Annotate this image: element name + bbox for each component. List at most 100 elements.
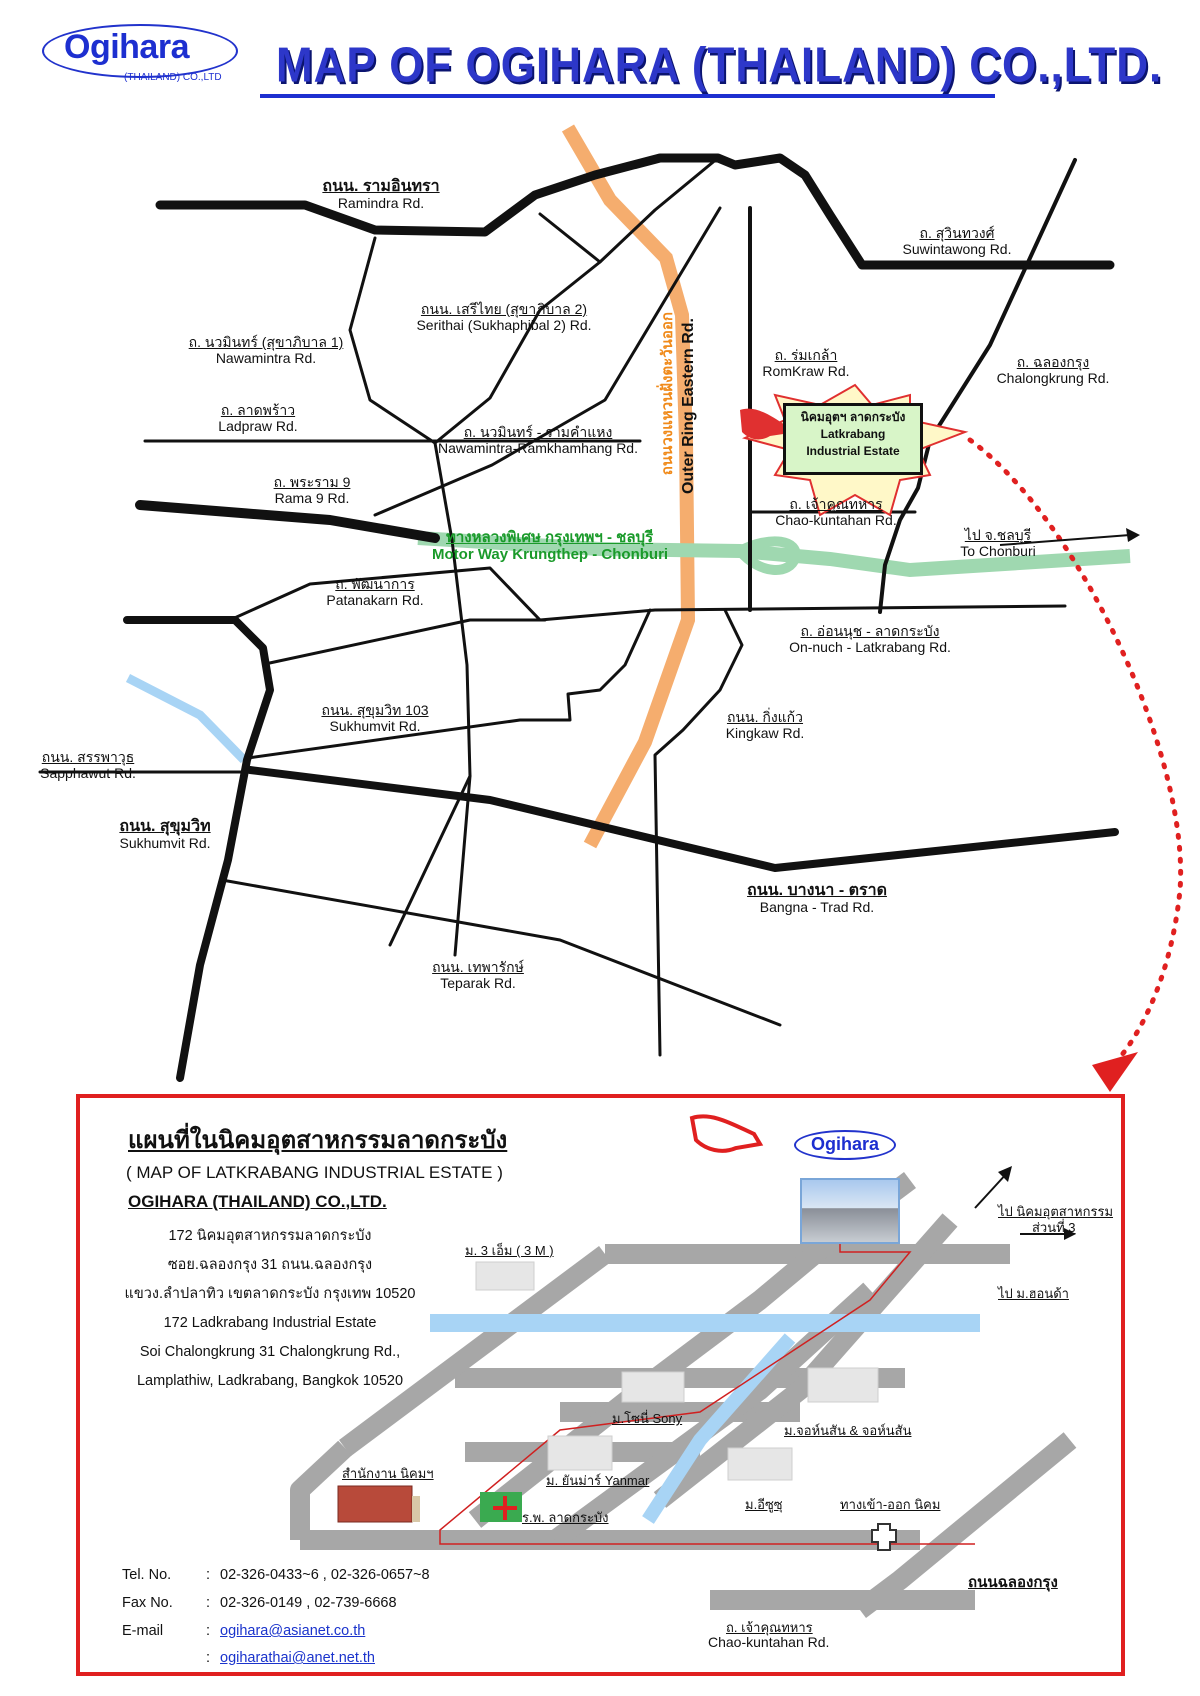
email-link-1[interactable]: ogihara@asianet.co.th [220, 1623, 366, 1639]
factory-isuzu-icon [727, 1447, 793, 1481]
road-chalongkrung [878, 158, 1077, 614]
estate-road-west-diag [339, 1245, 611, 1457]
road-nawamintra [348, 236, 437, 445]
email-1[interactable]: ogihara@asianet.co.th [220, 1623, 365, 1639]
address-line: 172 Ladkrabang Industrial Estate [163, 1315, 377, 1331]
company-address: 172 นิคมอุตสาหกรรมลาดกระบัง ซอย.ฉลองกรุง… [100, 1222, 440, 1396]
route-arrows [439, 1240, 975, 1545]
detail-pointer-hand-icon [689, 1114, 764, 1153]
page-title: MAP OF OGIHARA (THAILAND) CO.,LTD. [276, 38, 1163, 93]
email-sep-2: : [206, 1650, 211, 1666]
label-hospital: ร.พ. ลาดกระบัง [522, 1510, 609, 1525]
tel-value: 02-326-0433~6 , 02-326-0657~8 [220, 1567, 430, 1583]
factory-sony-icon [621, 1371, 685, 1403]
gate-icon [871, 1523, 897, 1551]
logo-ellipse [42, 24, 238, 78]
fax-label: Fax No. [122, 1595, 173, 1611]
factory-3m-icon [475, 1261, 535, 1291]
road-teparak [220, 878, 782, 1027]
motorway-interchange [736, 536, 801, 575]
detail-logo: Ogihara [794, 1130, 896, 1160]
road-ramindra [155, 153, 1115, 270]
company-logo: Ogihara (THAILAND) CO.,LTD [42, 24, 240, 88]
address-line: Lamplathiw, Ladkrabang, Bangkok 10520 [136, 1373, 404, 1389]
road-south-link [388, 774, 472, 947]
label-sony: ม.โซนี่ Sony [612, 1411, 683, 1426]
road-serithai [433, 156, 720, 445]
road-nawamintra-ramkhamhang [433, 441, 472, 957]
title-underline [260, 94, 995, 98]
tel-sep: : [206, 1567, 211, 1583]
label-nawamintra: ถ. นวมินทร์ (สุขาภิบาล 1)Nawamintra Rd. [188, 334, 344, 366]
label-to-honda: ไป ม.ฮอนด้า [998, 1286, 1069, 1301]
estate-marker-th: นิคมอุตฯ ลาดกระบัง [800, 410, 906, 424]
detail-subtitle: ( MAP OF LATKRABANG INDUSTRIAL ESTATE ) [126, 1163, 503, 1182]
label-3m: ม. 3 เอ็ม ( 3 M ) [465, 1243, 554, 1258]
address-line: Soi Chalongkrung 31 Chalongkrung Rd., [139, 1344, 401, 1360]
address-line: 172 นิคมอุตสาหกรรมลาดกระบัง [168, 1228, 372, 1244]
road-network [38, 153, 1119, 1082]
label-serithai: ถนน. เสรีไทย (สุขาภิบาล 2)Serithai (Sukh… [416, 301, 592, 333]
factory-icons [475, 1261, 879, 1481]
dotted-link-curve [967, 437, 1184, 1071]
office-building-icon [337, 1485, 413, 1523]
fax-value: 02-326-0149 , 02-739-6668 [220, 1595, 397, 1611]
estate-marker-box: นิคมอุตฯ ลาดกระบัง Latkrabang Industrial… [783, 403, 923, 475]
fax-sep: : [206, 1595, 211, 1611]
to-estate3-arrow [974, 1171, 1009, 1209]
road-kingkaw [653, 608, 744, 1057]
logo-subtext: (THAILAND) CO.,LTD [124, 72, 222, 83]
road-patanakarn-link [263, 618, 547, 666]
email-label: E-mail [122, 1623, 164, 1639]
dotted-link-arrowhead [1092, 1052, 1138, 1092]
motorway-label-en: Motor Way Krungthep - Chonburi [432, 546, 669, 563]
address-line: แขวง.ลำปลาทิว เขตลาดกระบัง กรุงเทพ 10520 [124, 1286, 416, 1302]
outer-ring-label-en: Outer Ring Eastern Rd. [680, 318, 697, 495]
road-onnuch [228, 566, 1067, 622]
factory-photo [800, 1178, 900, 1244]
factory-johnson-icon [807, 1367, 879, 1403]
motorway-road [417, 531, 1131, 578]
estate-marker-en2: Industrial Estate [806, 444, 900, 458]
label-to-chonburi: ไป จ.ชลบุรีTo Chonburi [960, 527, 1036, 559]
outer-ring-label-th: ถนนวงแหวนฝั่งตะวันออก [659, 312, 676, 476]
motorway-label-th: ทางหลวงพิเศษ กรุงเทพฯ - ชลบุรี [446, 529, 654, 546]
road-bangna [246, 766, 1119, 872]
label-chao-en-detail: Chao-kuntahan Rd. [708, 1634, 830, 1650]
estate-marker-en1: Latkrabang [820, 427, 886, 441]
road-rama9 [135, 500, 440, 543]
email-2[interactable]: ogiharathai@anet.net.th [220, 1650, 375, 1666]
canal [125, 673, 248, 764]
label-yanmar: ม. ยันม่าร์ Yanmar [546, 1473, 650, 1488]
email-sep: : [206, 1623, 211, 1639]
detail-map-frame [76, 1094, 1125, 1676]
label-to-estate3-b: ส่วนที่ 3 [1032, 1220, 1076, 1235]
road-sukhumvit103 [246, 608, 652, 760]
email-link-2[interactable]: ogiharathai@anet.net.th [220, 1650, 375, 1666]
label-suwintawong: ถ. สุวินทวงศ์Suwintawong Rd. [902, 225, 1012, 257]
label-isuzu: ม.อีซูซุ [745, 1497, 783, 1512]
label-chalongkrung-detail: ถนนฉลองกรุง [968, 1574, 1058, 1591]
tel-label: Tel. No. [122, 1567, 172, 1583]
factory-yanmar-icon [547, 1435, 613, 1471]
road-link [538, 212, 602, 264]
label-teparak: ถนน. เทพารักษ์Teparak Rd. [432, 959, 524, 991]
pointer-hand-icon [740, 408, 790, 440]
road-sukhumvit [123, 616, 274, 1082]
label-gate: ทางเข้า-ออก นิคม [840, 1497, 941, 1512]
address-line: ซอย.ฉลองกรุง 31 ถนน.ฉลองกรุง [167, 1257, 373, 1273]
label-office: สำนักงาน นิคมฯ [342, 1466, 434, 1481]
